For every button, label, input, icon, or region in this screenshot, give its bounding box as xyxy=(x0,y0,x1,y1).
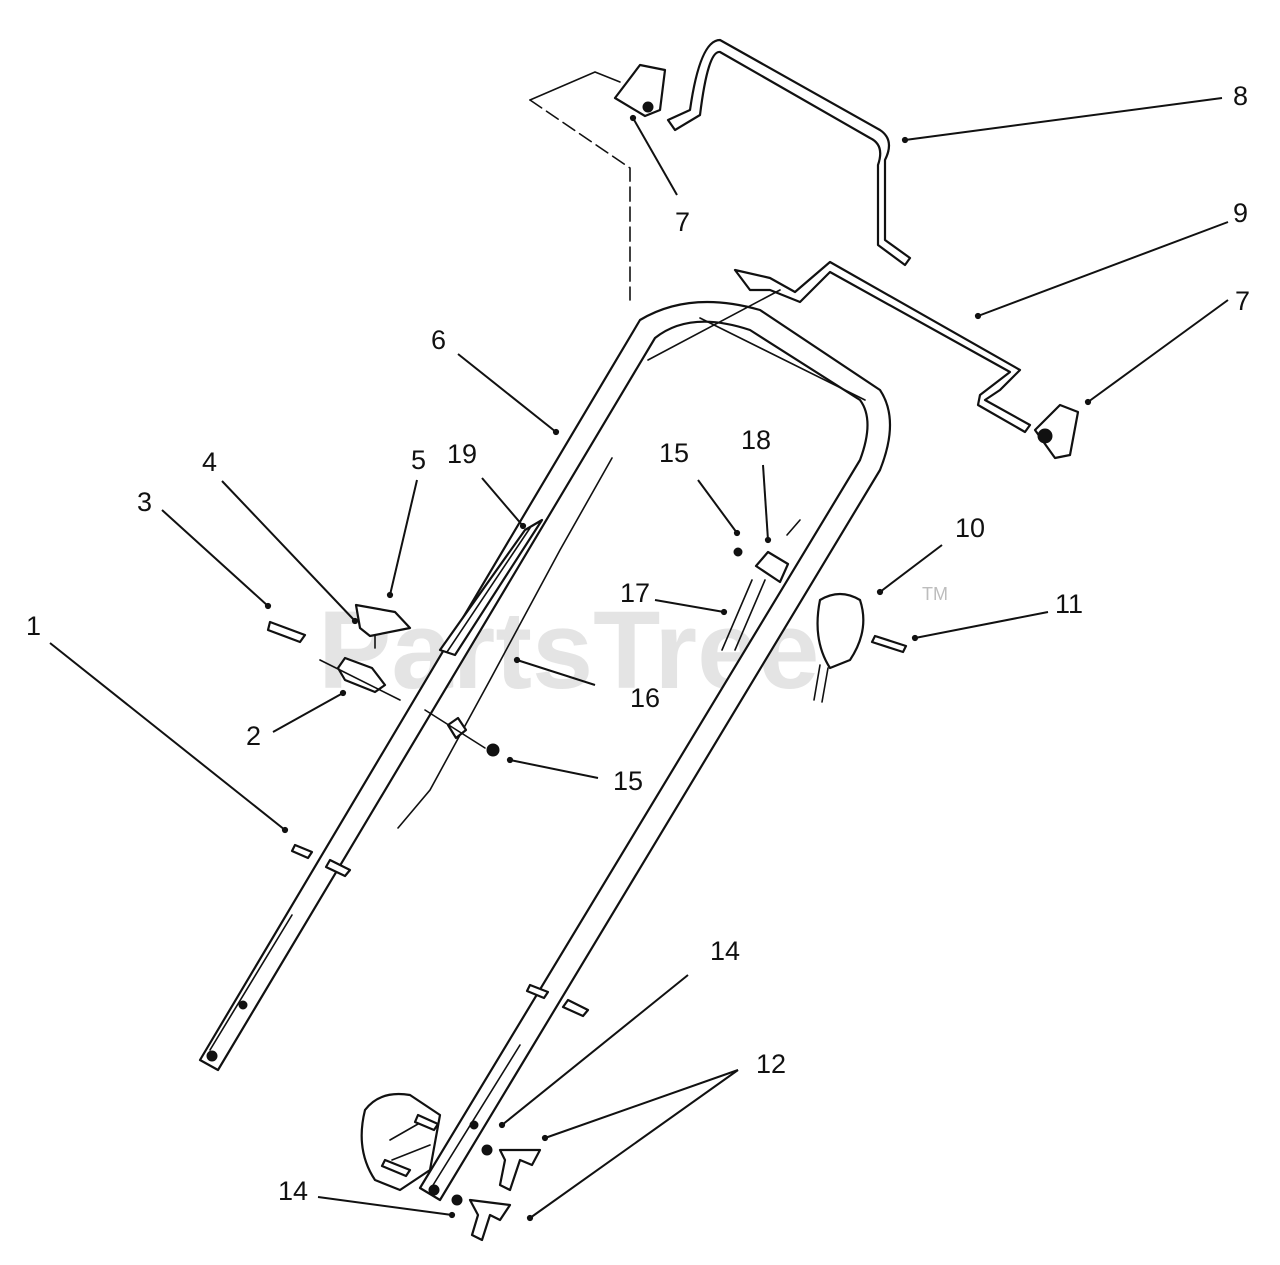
callout-5: 5 xyxy=(411,445,426,475)
callout-7a: 7 xyxy=(675,207,690,237)
callout-17: 17 xyxy=(620,578,650,608)
callout-4: 4 xyxy=(202,447,217,477)
cable-clip-mid xyxy=(424,709,500,757)
adjuster-part-2 xyxy=(336,656,387,694)
wing-knob-lower xyxy=(451,1194,512,1242)
callout-7b: 7 xyxy=(1235,286,1250,316)
bail-bracket-lower xyxy=(1033,403,1080,460)
cable-guide-channel xyxy=(438,518,544,657)
callout-18: 18 xyxy=(741,425,771,455)
callout-11: 11 xyxy=(1055,589,1083,619)
cable-clip-18 xyxy=(721,519,801,651)
callout-labels: 1 2 3 4 5 6 7 7 8 9 10 11 12 14 14 15 15… xyxy=(26,81,1250,1206)
callout-14b: 14 xyxy=(278,1176,308,1206)
callout-1: 1 xyxy=(26,611,41,641)
screw-part-3 xyxy=(266,620,307,644)
callout-9: 9 xyxy=(1233,198,1248,228)
callout-6: 6 xyxy=(431,325,446,355)
callout-14a: 14 xyxy=(710,936,740,966)
callout-19: 19 xyxy=(447,439,477,469)
lower-bail-wire xyxy=(647,260,1032,434)
callout-15b: 15 xyxy=(613,766,643,796)
callout-12: 12 xyxy=(756,1049,786,1079)
handle-tube xyxy=(198,300,892,1202)
callout-leaders xyxy=(49,97,1229,1219)
handle-hole-right xyxy=(469,1120,479,1130)
callout-2: 2 xyxy=(246,721,261,751)
callout-15a: 15 xyxy=(659,438,689,468)
clip-part-4 xyxy=(354,603,412,638)
callout-16: 16 xyxy=(630,683,660,713)
watermark-tm: TM xyxy=(922,584,948,604)
callout-3: 3 xyxy=(137,487,152,517)
control-cable xyxy=(397,457,613,829)
handle-bolt-hole-left xyxy=(206,1050,218,1062)
cable-cover-10 xyxy=(813,592,908,703)
handle-bolt-hole-right xyxy=(428,1184,440,1196)
lower-mount-bracket xyxy=(360,1092,442,1192)
callout-8: 8 xyxy=(1233,81,1248,111)
upper-bail-wire xyxy=(666,38,912,267)
screw-part-11 xyxy=(870,634,908,654)
cable-adjuster-parts xyxy=(266,603,412,701)
wing-knob-upper xyxy=(481,1144,542,1192)
bail-bracket-upper xyxy=(529,63,667,301)
carriage-bolts xyxy=(290,843,590,1018)
handle-hole-left xyxy=(238,1000,248,1010)
leader-dots xyxy=(264,114,1092,1222)
callout-10: 10 xyxy=(955,513,985,543)
